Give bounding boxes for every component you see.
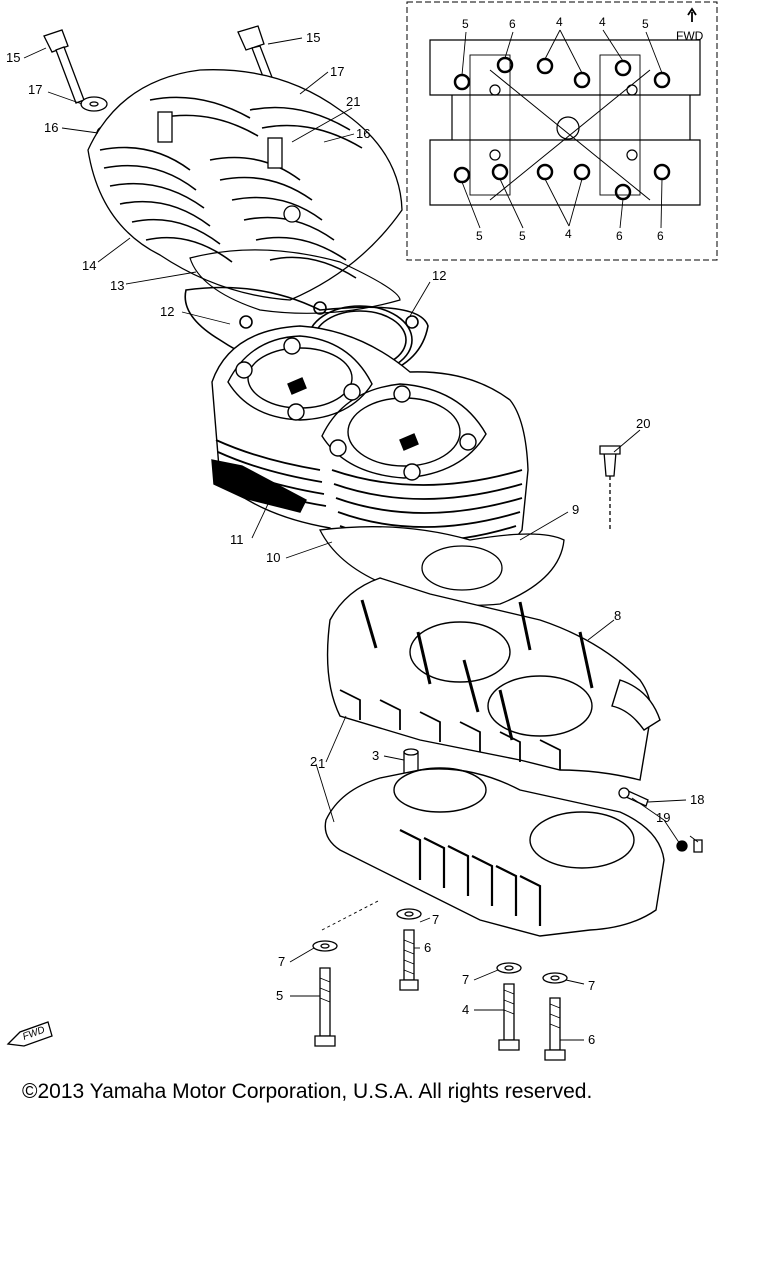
callout-14: 14 [82,258,96,273]
lower-crankcase [324,767,665,937]
inset-label-bottom-5: 6 [657,229,664,243]
inset-label-bottom-4: 6 [616,229,623,243]
upper-crankcase [326,577,661,781]
inset-label-top-3: 4 [556,15,563,29]
callout-numbers: 15 15 17 17 16 21 16 14 13 12 12 20 9 11… [6,30,704,1047]
callout-11: 11 [230,532,244,547]
callout-12-right: 12 [432,268,446,283]
callout-20: 20 [636,416,650,431]
cylinder-head [87,69,403,301]
inset-fwd-label: FWD [676,29,704,43]
inset-fwd-arrow-icon [687,7,697,22]
callout-17-left: 17 [28,82,42,97]
callout-15-right: 15 [306,30,320,45]
copyright-text: ©2013 Yamaha Motor Corporation, U.S.A. A… [22,1080,593,1103]
callout-8: 8 [614,608,621,623]
callout-12-left: 12 [160,304,174,319]
callout-7-left: 7 [278,954,285,969]
callout-7-mid: 7 [462,972,469,987]
callout-21: 21 [346,94,360,109]
stud-bolt [599,445,621,530]
callout-2: 2 [310,754,317,769]
head-gasket [189,249,401,314]
callout-6-center: 6 [424,940,431,955]
callout-10: 10 [266,550,280,565]
inset-label-top-4: 4 [599,15,606,29]
forward-arrow-icon: FWD [6,1021,53,1047]
callout-9: 9 [572,502,579,517]
callout-5: 5 [276,988,283,1003]
callout-6-right: 6 [588,1032,595,1047]
callout-19: 19 [656,810,670,825]
dowel-pin [403,748,419,777]
tightening-sequence-inset: 5 6 4 4 5 5 5 4 6 6 FWD [406,1,718,261]
callout-16-right: 16 [356,126,370,141]
inset-label-top-5: 5 [642,17,649,31]
callout-16-left: 16 [44,120,58,135]
callout-7-right: 7 [588,978,595,993]
drain-screws [618,787,703,853]
callout-18: 18 [690,792,704,807]
callout-3: 3 [372,748,379,763]
callout-1: 1 [318,756,325,771]
inset-label-bottom-2: 5 [519,229,526,243]
crankcase-bolts [312,908,568,1061]
inset-label-bottom-3: 4 [565,227,572,241]
callout-15-left: 15 [6,50,20,65]
callout-4: 4 [462,1002,469,1017]
callout-7-center: 7 [432,912,439,927]
callout-13: 13 [110,278,124,293]
exploded-parts-diagram: 5 6 4 4 5 5 5 4 6 6 FWD [6,1,718,1061]
leader-lines [23,37,699,1041]
inset-label-top-2: 6 [509,17,516,31]
callout-17-right: 17 [330,64,344,79]
inset-label-top-1: 5 [462,17,469,31]
inset-label-bottom-1: 5 [476,229,483,243]
cylinder-block [211,325,529,567]
